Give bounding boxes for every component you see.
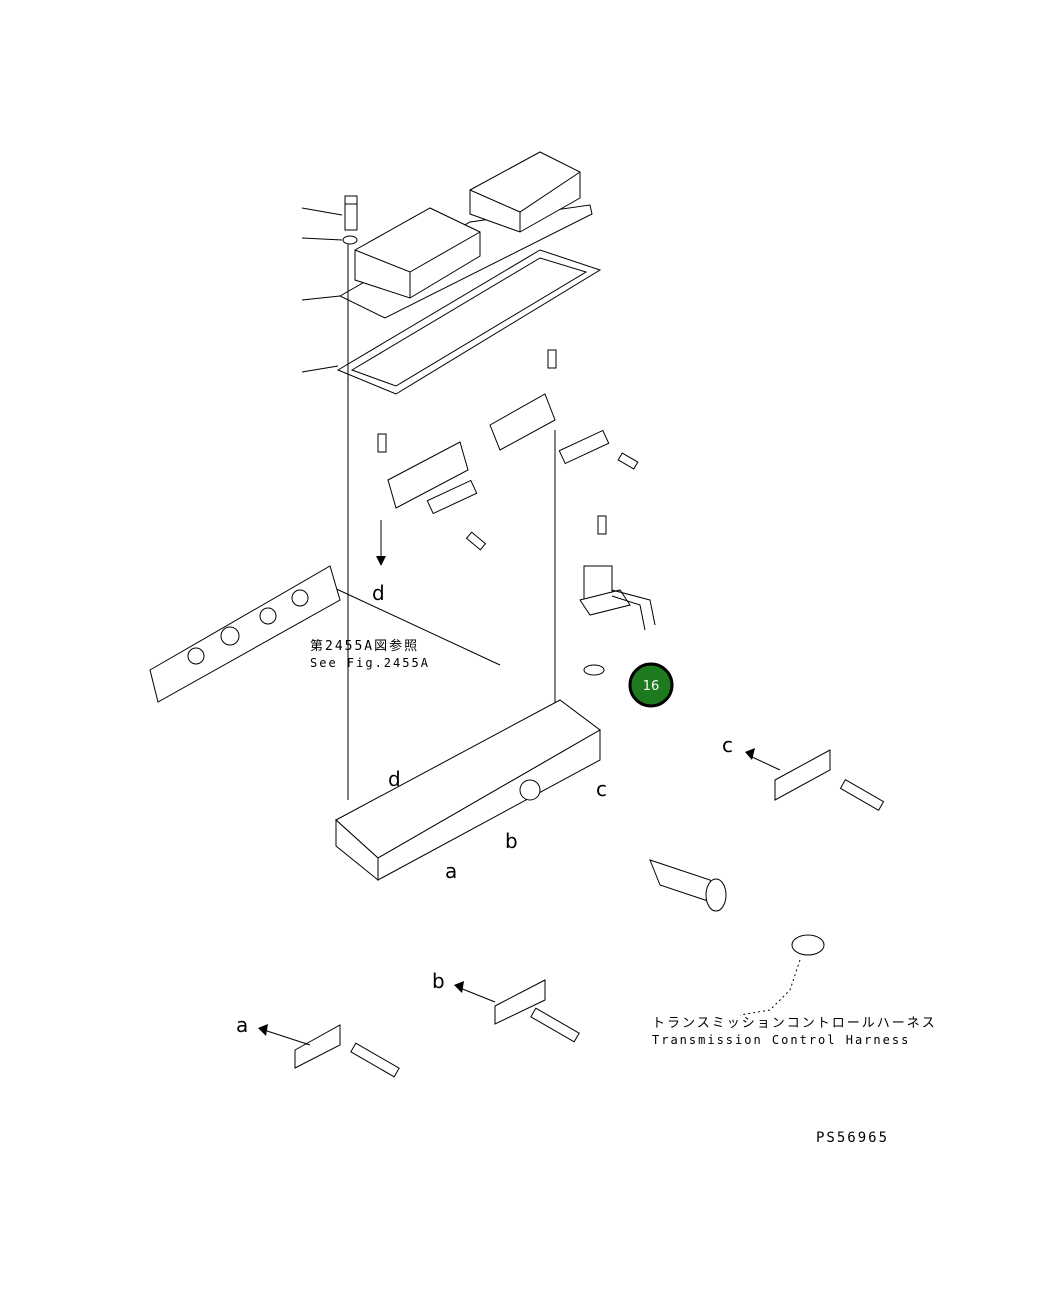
valve-body [335, 699, 601, 882]
harness-brackets [387, 393, 610, 515]
badge-number: 16 [643, 679, 660, 694]
callout-c-main: c [596, 777, 607, 801]
valve-cover [338, 151, 593, 319]
harness-label-english: Transmission Control Harness [652, 1033, 910, 1047]
callout-b-main: b [505, 829, 518, 853]
callout-d-lower: d [388, 767, 401, 791]
drawing-code: PS56965 [816, 1130, 889, 1146]
leader-lines-top [301, 207, 343, 373]
callout-a-lower: a [236, 1013, 248, 1037]
side-gasket [149, 565, 341, 703]
bracket-screws [377, 349, 639, 551]
plate-b [494, 979, 580, 1043]
plate-a [294, 1024, 400, 1078]
harness-cable [739, 934, 825, 1016]
harness-label-japanese: トランスミッションコントロールハーネス [652, 1016, 937, 1031]
reference-japanese: 第2455A図参照 [310, 638, 419, 654]
reference-english: See Fig.2455A [310, 656, 430, 670]
plate-c [774, 749, 885, 812]
strainer [649, 859, 727, 912]
cover-gasket [336, 249, 602, 395]
guide-lines [329, 244, 556, 800]
highlight-badge[interactable]: 16 [628, 662, 674, 708]
top-bolt [342, 195, 358, 245]
callout-c-right: c [722, 733, 733, 757]
solenoid-valve [579, 565, 656, 676]
callout-b-lower: b [432, 969, 445, 993]
callout-d-upper: d [372, 581, 385, 605]
callout-a-main: a [445, 859, 457, 883]
callout-arrows [258, 520, 781, 1046]
